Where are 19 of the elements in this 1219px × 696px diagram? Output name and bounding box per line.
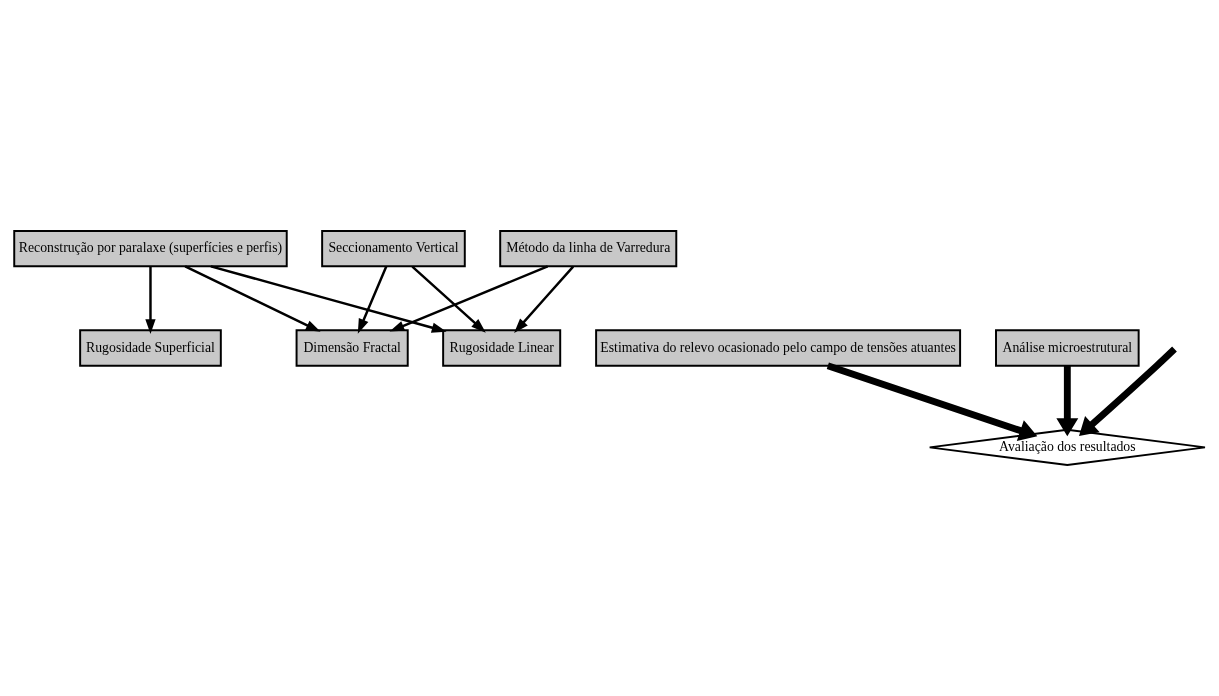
arrow [1079,346,1177,436]
arrow [184,265,321,332]
node-box: Rugosidade Superficial [79,329,222,367]
arrow [826,362,1038,441]
node-box: Análise microestrutural [995,329,1140,367]
arrow [1056,365,1079,437]
node-box: Dimensão Fractal [295,329,409,367]
node-box: Rugosidade Linear [442,329,562,367]
arrow [210,265,447,333]
arrow [389,265,549,332]
node-diamond: Avaliação dos resultados [928,428,1206,467]
node-box: Método da linha de Varredura [499,229,678,268]
arrow [145,266,156,334]
arrow [514,265,575,334]
arrow [357,266,388,334]
arrow [411,265,486,333]
node-box: Estimativa do relevo ocasionado pelo campo de tensões atuantes [595,329,962,367]
node-box: Seccionamento Vertical [321,229,466,268]
node-box: Reconstrução por paralaxe (superfícies e perfis) [13,229,288,268]
